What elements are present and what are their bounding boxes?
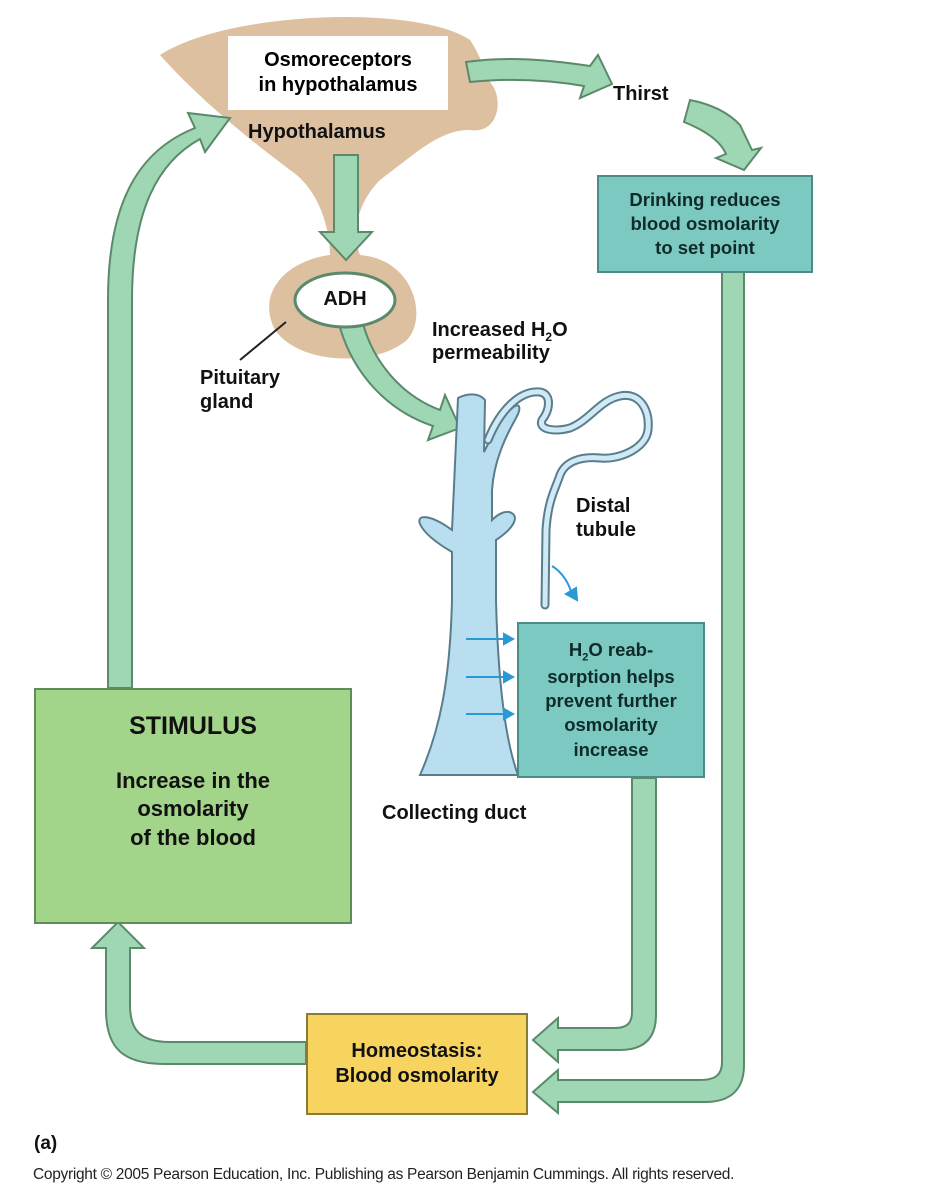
reabsorption-line5: increase xyxy=(573,738,649,760)
copyright-notice: Copyright © 2005 Pearson Education, Inc.… xyxy=(33,1166,735,1183)
arrow-stimulus-to-hypothalamus xyxy=(107,111,232,689)
distal-label-line1: Distal xyxy=(576,495,631,517)
osmoreceptors-label-line1: Osmoreceptors xyxy=(264,49,412,71)
reabsorption-line4: osmolarity xyxy=(564,714,658,736)
arrow-drinking-to-homeostasis xyxy=(531,271,745,1116)
pituitary-leader-line xyxy=(239,321,287,361)
water-arrow-3-head xyxy=(503,707,516,721)
homeostasis-box: Homeostasis: Blood osmolarity xyxy=(306,1013,528,1115)
stimulus-line3: of the blood xyxy=(130,824,256,850)
adh-ellipse xyxy=(293,271,397,329)
panel-label: (a) xyxy=(34,1133,58,1154)
arrow-reabsorption-to-homeostasis xyxy=(531,777,657,1065)
pituitary-gland-label: Pituitary gland xyxy=(200,366,280,415)
stimulus-box: STIMULUS Increase in the osmolarity of t… xyxy=(34,688,352,924)
homeostasis-line2: Blood osmolarity xyxy=(335,1065,499,1087)
distal-tubule-label: Distal tubule xyxy=(576,494,636,543)
drinking-line2: blood osmolarity xyxy=(630,212,780,234)
pituitary-label-line1: Pituitary xyxy=(200,367,281,389)
permeability-label: Increased H2O permeability xyxy=(432,318,568,365)
stimulus-title: STIMULUS xyxy=(129,712,257,740)
osmoreceptors-label-line2: in hypothalamus xyxy=(258,74,418,96)
arrow-osmoreceptors-to-thirst xyxy=(464,53,614,100)
homeostasis-line1: Homeostasis: xyxy=(351,1040,483,1062)
reabsorption-line1-pre: H xyxy=(568,639,583,661)
reabsorption-line1-post: O reab- xyxy=(588,639,654,661)
pituitary-label-line2: gland xyxy=(200,391,254,414)
permeability-line1-sub: 2 xyxy=(545,330,553,344)
hypothalamus-label: Hypothalamus xyxy=(248,121,386,143)
reabsorption-line3: prevent further xyxy=(545,690,677,712)
drinking-box: Drinking reduces blood osmolarity to set… xyxy=(597,175,813,273)
arrow-homeostasis-to-stimulus xyxy=(89,920,307,1065)
distal-label-line2: tubule xyxy=(576,519,636,542)
arrow-hypothalamus-to-pituitary xyxy=(317,154,375,262)
stimulus-line2: osmolarity xyxy=(137,796,249,822)
collecting-duct-label: Collecting duct xyxy=(382,802,527,824)
water-flow-arrows xyxy=(466,565,579,721)
thirst-label: Thirst xyxy=(613,83,669,105)
permeability-line1-post: O xyxy=(552,319,568,341)
reabsorption-line2: sorption helps xyxy=(547,666,675,688)
water-arrow-1-head xyxy=(503,632,516,646)
osmoreceptors-label-box: Osmoreceptors in hypothalamus xyxy=(228,36,448,110)
permeability-line2: permeability xyxy=(432,341,550,364)
drinking-line1: Drinking reduces xyxy=(629,188,781,210)
water-arrow-tubule-head xyxy=(563,586,579,602)
arrow-thirst-to-drinking xyxy=(682,98,764,172)
reabsorption-box: H2O reab- sorption helps prevent further… xyxy=(517,622,705,778)
permeability-line1-pre: Increased H xyxy=(432,319,546,341)
drinking-line3: to set point xyxy=(655,237,755,259)
water-arrow-2-head xyxy=(503,670,516,684)
reabsorption-line1-sub: 2 xyxy=(582,652,589,665)
adh-label: ADH xyxy=(323,288,367,310)
distal-tubule-lumen xyxy=(485,389,651,608)
reabsorption-line1: H2O reab- xyxy=(569,638,653,665)
stimulus-line1: Increase in the xyxy=(115,767,271,793)
